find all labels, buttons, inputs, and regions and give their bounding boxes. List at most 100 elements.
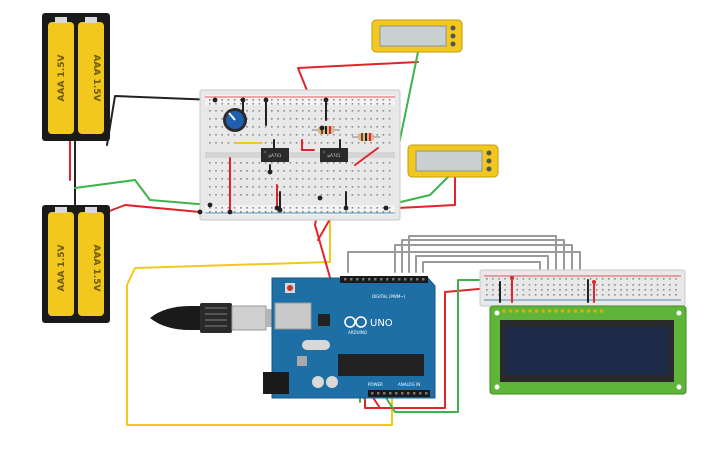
header-pin [398,278,401,281]
breadboard-hole [388,118,391,120]
breadboard-hole [370,194,372,196]
breadboard-hole [364,142,366,144]
breadboard-hole [650,289,653,291]
breadboard-hole [258,211,261,213]
breadboard-hole [314,142,316,144]
breadboard-hole [233,134,236,136]
arduino-brand: ARDUINO [348,330,367,335]
breadboard-hole [595,294,598,296]
breadboard-hole [246,99,248,101]
breadboard-hole [370,142,372,144]
breadboard-hole [522,284,525,286]
breadboard-hole [227,194,230,196]
breadboard-hole [221,99,223,101]
header-pin [410,278,413,281]
wires-breadboard [229,99,379,213]
breadboard-hole [252,110,254,112]
breadboard-hole [339,99,341,101]
breadboard-hole [277,211,279,213]
breadboard-hole [364,126,366,128]
header-pin [368,278,371,281]
breadboard-hole [388,170,391,172]
breadboard-hole [351,170,354,172]
breadboard-hole [601,289,604,291]
breadboard-hole [295,118,298,120]
breadboard-hole [608,284,610,286]
breadboard-hole [233,103,236,105]
header-pin [356,278,359,281]
breadboard-hole [289,99,292,101]
breadboard-hole [209,178,211,180]
breadboard-hole [209,162,211,164]
breadboard-hole [333,118,335,120]
breadboard-hole [289,134,292,136]
breadboard-hole [376,162,378,164]
breadboard-hole [283,126,285,128]
breadboard-hole [388,103,391,105]
breadboard-hole [277,103,279,105]
breadboard-hole [320,103,323,105]
breadboard-hole [382,211,385,213]
breadboard-hole [308,126,310,128]
breadboard-hole [644,294,647,296]
breadboard-hole [221,103,223,105]
breadboard-hole [209,170,211,172]
breadboard-hole [233,211,236,213]
header-pin [380,278,383,281]
breadboard-hole [504,284,506,286]
breadboard-hole [302,134,304,136]
breadboard-hole [669,294,671,296]
wire-endpoints [510,276,596,284]
breadboard-hole [376,194,378,196]
breadboard-hole [675,294,677,296]
breadboard-hole [333,170,335,172]
breadboard-hole [227,170,230,172]
header-pin [389,392,392,395]
breadboard-hole [504,294,506,296]
breadboard-hole [357,170,360,172]
breadboard-hole [258,207,261,209]
breadboard-hole [252,194,254,196]
breadboard-hole [656,278,659,280]
breadboard-hole [364,170,366,172]
breadboard-hole [364,207,366,209]
breadboard-hole [326,207,329,209]
breadboard-hole [246,103,248,105]
breadboard-hole [326,142,329,144]
potentiometer[interactable] [223,108,247,132]
breadboard-hole [577,284,580,286]
breadboard-hole [277,162,279,164]
breadboard-hole [271,126,273,128]
header-pin [416,278,419,281]
breadboard-hole [388,126,391,128]
breadboard-hole [498,278,500,280]
breadboard-hole [289,170,292,172]
header-pin [350,278,353,281]
breadboard-hole [271,103,273,105]
breadboard-hole [320,142,323,144]
breadboard-hole [240,103,242,105]
breadboard-hole [295,126,298,128]
lcd-pin [515,309,519,313]
breadboard-hole [339,118,341,120]
breadboard-hole [382,178,385,180]
breadboard-hole [283,211,285,213]
breadboard-hole [662,278,665,280]
breadboard-hole [638,284,641,286]
lcd-pin [593,309,597,313]
breadboard-hole [326,134,329,136]
breadboard-hole [583,284,586,286]
breadboard-hole [357,110,360,112]
breadboard-hole [339,134,341,136]
breadboard-hole [209,134,211,136]
chip-label: µA741 [328,153,341,158]
breadboard-hole [388,99,391,101]
breadboard-hole [589,289,592,291]
breadboard-hole [252,103,254,105]
breadboard-hole [376,170,378,172]
breadboard-hole [516,284,519,286]
breadboard-hole [264,170,267,172]
breadboard-hole [583,289,586,291]
breadboard-hole [227,162,230,164]
breadboard-hole [357,126,360,128]
